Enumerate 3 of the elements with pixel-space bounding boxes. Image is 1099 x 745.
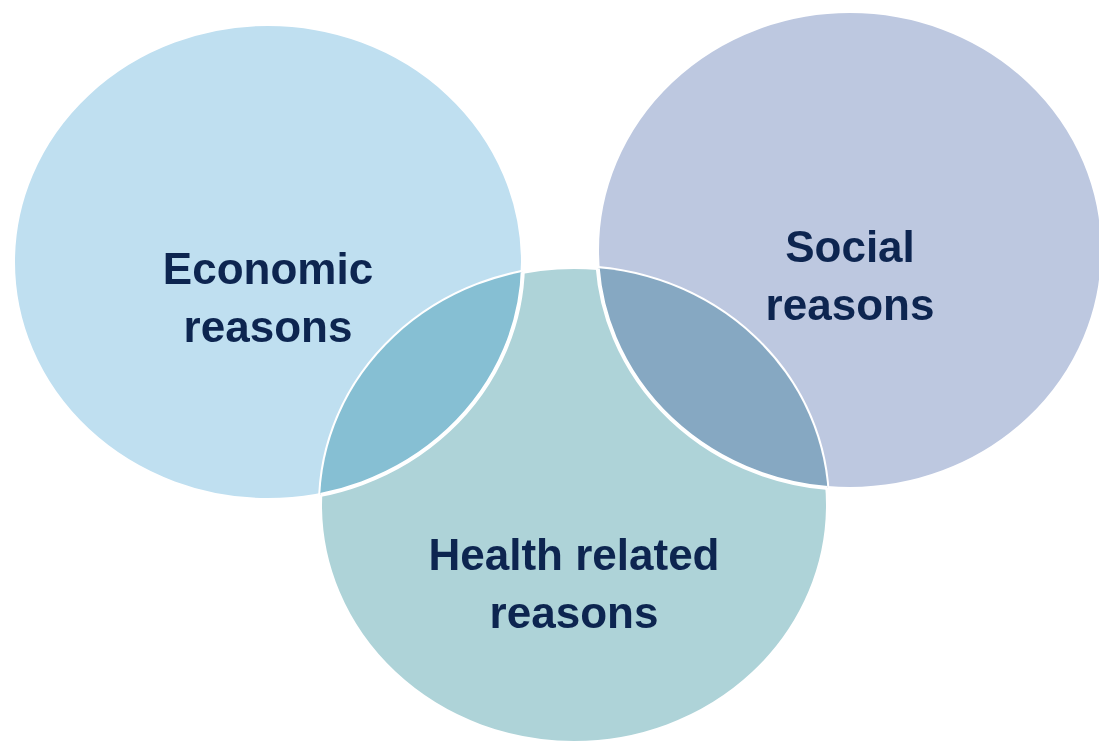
circle-label: Health related reasons	[427, 529, 721, 639]
circle-label: Social reasons	[764, 221, 936, 331]
circle-label: Economic reasons	[161, 243, 375, 353]
